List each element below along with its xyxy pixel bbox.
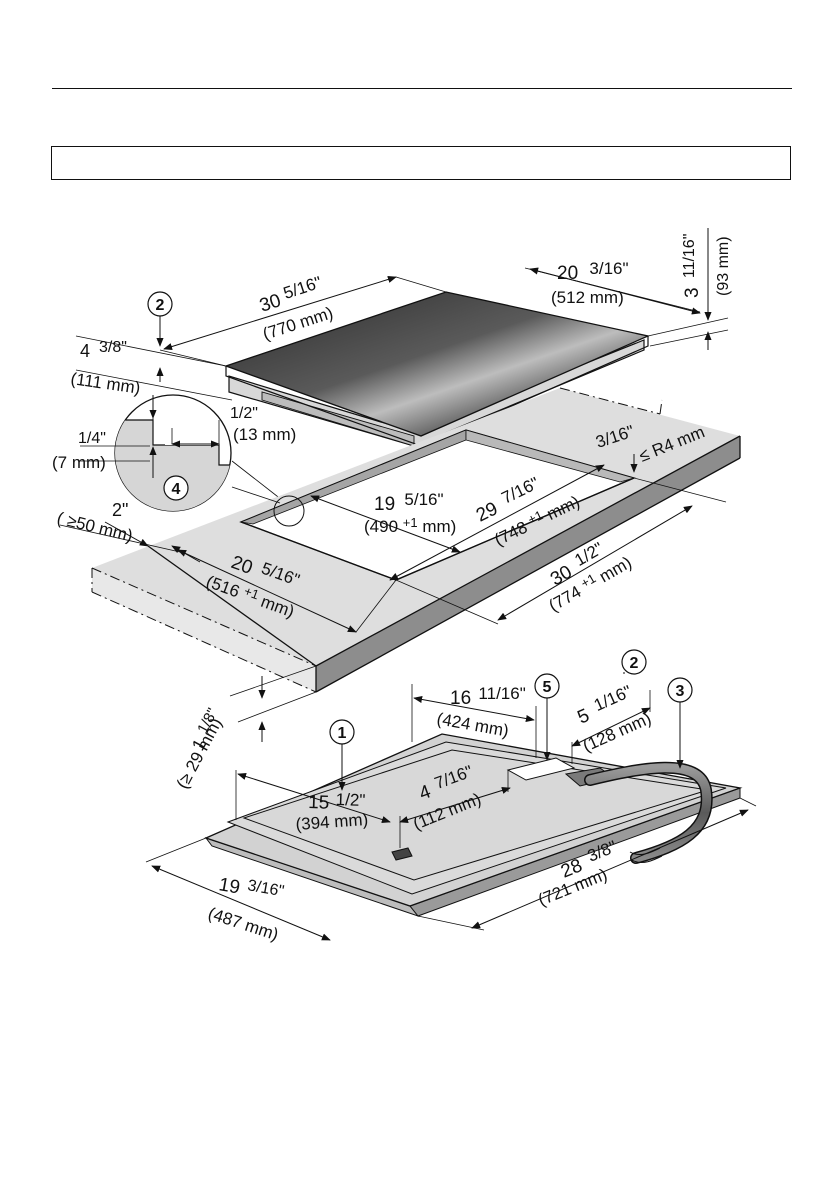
dim-text: +1 (242, 583, 261, 602)
dim-text: 5/16" (281, 273, 324, 303)
dim-text: (490 (364, 517, 403, 536)
dim-text: 11/16" (478, 684, 525, 703)
cooktop-body (261, 391, 415, 447)
dim-connection: 5 1/16" (128 mm) (571, 682, 654, 764)
svg-text:19 3/16": 19 3/16" (217, 872, 285, 906)
dim-text: 5/16" (404, 490, 443, 509)
header-rule (52, 88, 792, 89)
callout-number: 4 (172, 481, 181, 498)
dim-depth-top: 20 3/16" (512 mm) (524, 259, 701, 315)
callout-number: 1 (338, 725, 347, 742)
dim-text: 16 (450, 688, 471, 709)
dim-text: 15 (308, 792, 330, 814)
dim-text: 3/8" (99, 339, 127, 356)
cooktop-bottom-view (204, 733, 743, 918)
callout-number: 2 (630, 655, 639, 672)
dim-text: mm) (596, 553, 635, 586)
dim-text: (93 mm) (715, 236, 732, 296)
dim-text: 3/16" (589, 259, 628, 278)
dim-thickness: 1 1/8" (≥ 29 mm) (173, 665, 317, 792)
dim-outer-length: 30 1/2" (774 +1 mm) (395, 477, 727, 625)
dim-text: 1/2" (335, 790, 365, 810)
dim-text: 19 (374, 494, 395, 515)
svg-text:16 11/16": 16 11/16" (450, 684, 526, 709)
callout-2-top: 2 (147, 291, 173, 317)
dim-text: 4 (80, 341, 90, 361)
dim-text: +1 (578, 570, 598, 590)
callout-number: 5 (543, 679, 552, 696)
detail-view: 4 1/2" (13 mm) 1/4" (7 mm) (52, 394, 296, 512)
dim-text: 20 (557, 263, 578, 284)
svg-text:3 11/16": 3 11/16" (681, 234, 703, 298)
dim-text: (13 mm) (233, 425, 296, 444)
callout-3: 3 (667, 677, 693, 769)
dim-text: 1/4" (78, 430, 106, 447)
svg-text:20 3/16": 20 3/16" (557, 259, 629, 284)
dim-text: 1/2" (230, 405, 258, 422)
callout-number: 2 (156, 297, 165, 314)
dim-text: mm) (422, 517, 456, 536)
svg-text:4 3/8": 4 3/8" (80, 339, 127, 361)
dim-height: 3 11/16" (93 mm) (647, 228, 732, 350)
dim-text: (512 mm) (551, 288, 624, 307)
dim-text: 19 (217, 874, 241, 898)
dim-text: (487 mm) (206, 904, 281, 945)
callout-2-bottom: 2 (621, 649, 647, 675)
callout-number: 3 (676, 683, 685, 700)
dim-text: (111 mm) (69, 369, 141, 398)
dim-back-offset: 4 3/8" (111 mm) (69, 316, 233, 401)
dim-text: 3/16" (246, 877, 285, 900)
dim-text: 2" (112, 500, 128, 520)
dim-text: 5 (574, 705, 592, 728)
svg-text:15 1/2": 15 1/2" (308, 789, 366, 815)
dim-text: (7 mm) (52, 453, 106, 472)
dim-text: 3 (682, 287, 703, 298)
dim-text: 11/16" (681, 234, 698, 279)
callout-5: 5 (534, 673, 560, 761)
section-banner (51, 146, 791, 180)
dim-text: (774 (546, 582, 585, 615)
dim-text: +1 (403, 515, 418, 530)
dim-text: 1/16" (591, 682, 634, 715)
